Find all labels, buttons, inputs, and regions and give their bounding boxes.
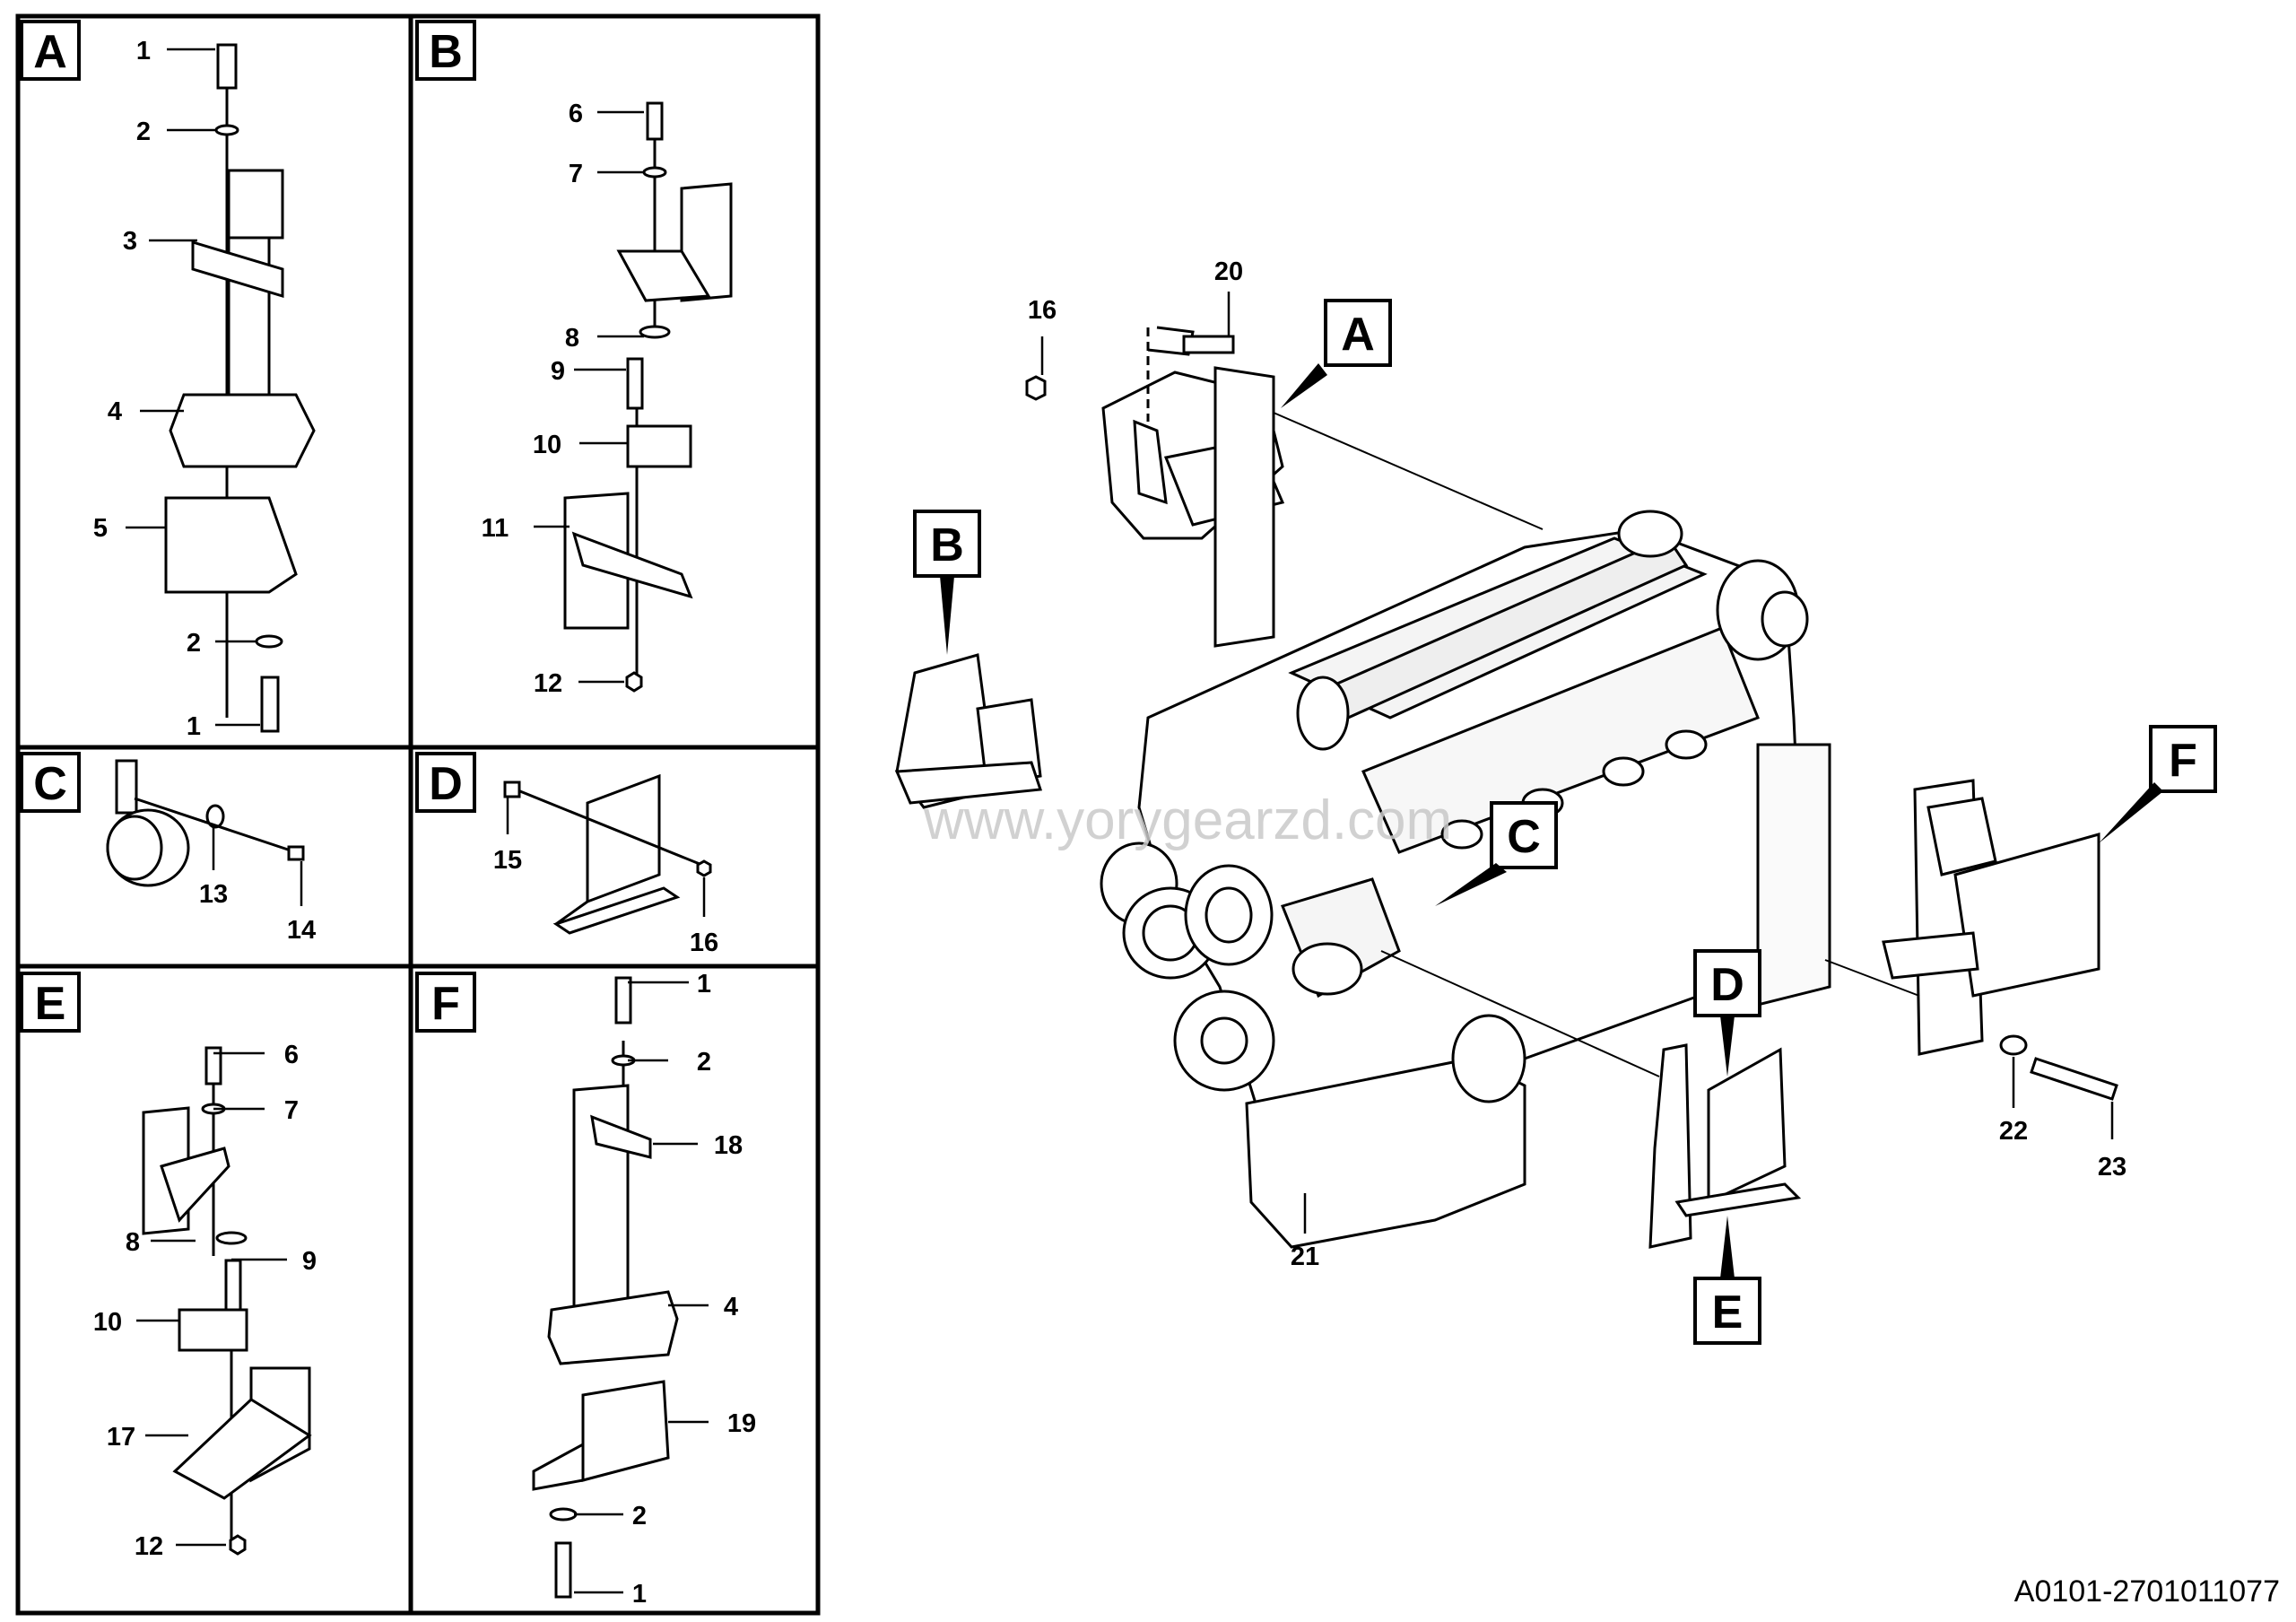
panel-b-leaders bbox=[534, 110, 644, 684]
callout-e-12: 12 bbox=[135, 1532, 163, 1561]
panel-c-label: C bbox=[33, 758, 67, 810]
bracket-de-main bbox=[1380, 950, 1802, 1249]
callout-f-18: 18 bbox=[714, 1131, 743, 1160]
callout-f-4: 4 bbox=[724, 1293, 738, 1321]
callout-d-15: 15 bbox=[493, 846, 522, 875]
callout-b-10: 10 bbox=[533, 431, 561, 459]
panel-f: F 1 2 18 4 19 2 1 bbox=[415, 970, 756, 1609]
callout-a-3: 3 bbox=[123, 227, 137, 256]
callout-b-9: 9 bbox=[551, 357, 565, 386]
callout-a-5: 5 bbox=[93, 514, 108, 543]
callout-e-10: 10 bbox=[93, 1308, 122, 1337]
callout-c-14: 14 bbox=[287, 916, 316, 945]
callout-e-7: 7 bbox=[284, 1096, 299, 1125]
panel-c-leaders bbox=[212, 827, 303, 906]
callout-main-22: 22 bbox=[1999, 1117, 2028, 1146]
panel-f-label: F bbox=[431, 978, 460, 1030]
panel-e-label: E bbox=[35, 978, 66, 1030]
callout-main-21: 21 bbox=[1291, 1243, 1319, 1271]
view-label-e: E bbox=[1712, 1286, 1744, 1339]
callout-b-8: 8 bbox=[565, 324, 579, 353]
panel-d-parts bbox=[503, 773, 712, 935]
drawing-number: A0101-2701011077 bbox=[2014, 1574, 2280, 1609]
callout-d-16: 16 bbox=[690, 929, 718, 957]
view-label-c: C bbox=[1507, 811, 1541, 863]
view-label-b: B bbox=[930, 519, 964, 571]
bracket-b-main bbox=[894, 653, 1043, 809]
panel-b-label: B bbox=[429, 26, 463, 78]
callout-main-20: 20 bbox=[1214, 257, 1243, 286]
panel-f-parts bbox=[532, 976, 679, 1599]
callout-b-6: 6 bbox=[569, 100, 583, 128]
callout-c-13: 13 bbox=[199, 880, 228, 909]
watermark: www.yorygearzd.com bbox=[923, 789, 1452, 851]
callout-e-8: 8 bbox=[126, 1228, 140, 1257]
main-callout-leaders bbox=[1040, 292, 2114, 1234]
panel-d: D 15 16 bbox=[415, 752, 718, 957]
callout-a-1b: 1 bbox=[187, 712, 201, 741]
callout-a-1: 1 bbox=[136, 37, 151, 65]
panel-a-leaders bbox=[126, 48, 260, 727]
callout-f-2b: 2 bbox=[632, 1502, 647, 1530]
view-label-d: D bbox=[1710, 959, 1744, 1011]
callout-f-19: 19 bbox=[727, 1409, 756, 1438]
callout-f-2: 2 bbox=[697, 1048, 711, 1077]
callout-main-23: 23 bbox=[2098, 1153, 2126, 1182]
panel-e: E 6 7 8 9 10 17 12 bbox=[20, 972, 317, 1561]
callout-b-12: 12 bbox=[534, 669, 562, 698]
panel-a-parts bbox=[164, 43, 316, 733]
panel-grid bbox=[15, 13, 821, 1616]
panel-f-leaders bbox=[574, 981, 709, 1594]
panel-e-leaders bbox=[136, 1051, 287, 1547]
panel-c: C 13 14 bbox=[20, 752, 316, 945]
callout-f-1b: 1 bbox=[632, 1580, 647, 1609]
callout-main-16: 16 bbox=[1028, 296, 1057, 325]
callout-b-7: 7 bbox=[569, 160, 583, 188]
panel-c-parts bbox=[106, 759, 305, 887]
panel-e-parts bbox=[142, 1046, 312, 1556]
callout-a-2: 2 bbox=[136, 118, 151, 146]
callout-e-6: 6 bbox=[284, 1041, 299, 1069]
callout-a-4: 4 bbox=[108, 397, 122, 426]
callout-b-11: 11 bbox=[482, 514, 509, 543]
panel-d-leaders bbox=[506, 797, 706, 917]
bracket-a-main bbox=[1025, 326, 1544, 648]
view-label-a: A bbox=[1341, 309, 1375, 361]
panel-d-label: D bbox=[429, 758, 463, 810]
panel-b: B 6 7 8 9 10 11 bbox=[415, 20, 733, 698]
callout-e-9: 9 bbox=[302, 1247, 317, 1276]
view-label-f: F bbox=[2169, 735, 2197, 787]
panel-b-parts bbox=[563, 101, 733, 693]
callout-f-1: 1 bbox=[697, 970, 711, 998]
panel-a: A 1 2 3 4 5 2 1 bbox=[20, 20, 316, 741]
panel-a-label: A bbox=[33, 26, 67, 78]
callout-e-17: 17 bbox=[107, 1423, 135, 1452]
main-view-labels: A B C D E F bbox=[913, 299, 2217, 1345]
bracket-f-main bbox=[1824, 779, 2118, 1101]
callout-a-2b: 2 bbox=[187, 629, 201, 658]
